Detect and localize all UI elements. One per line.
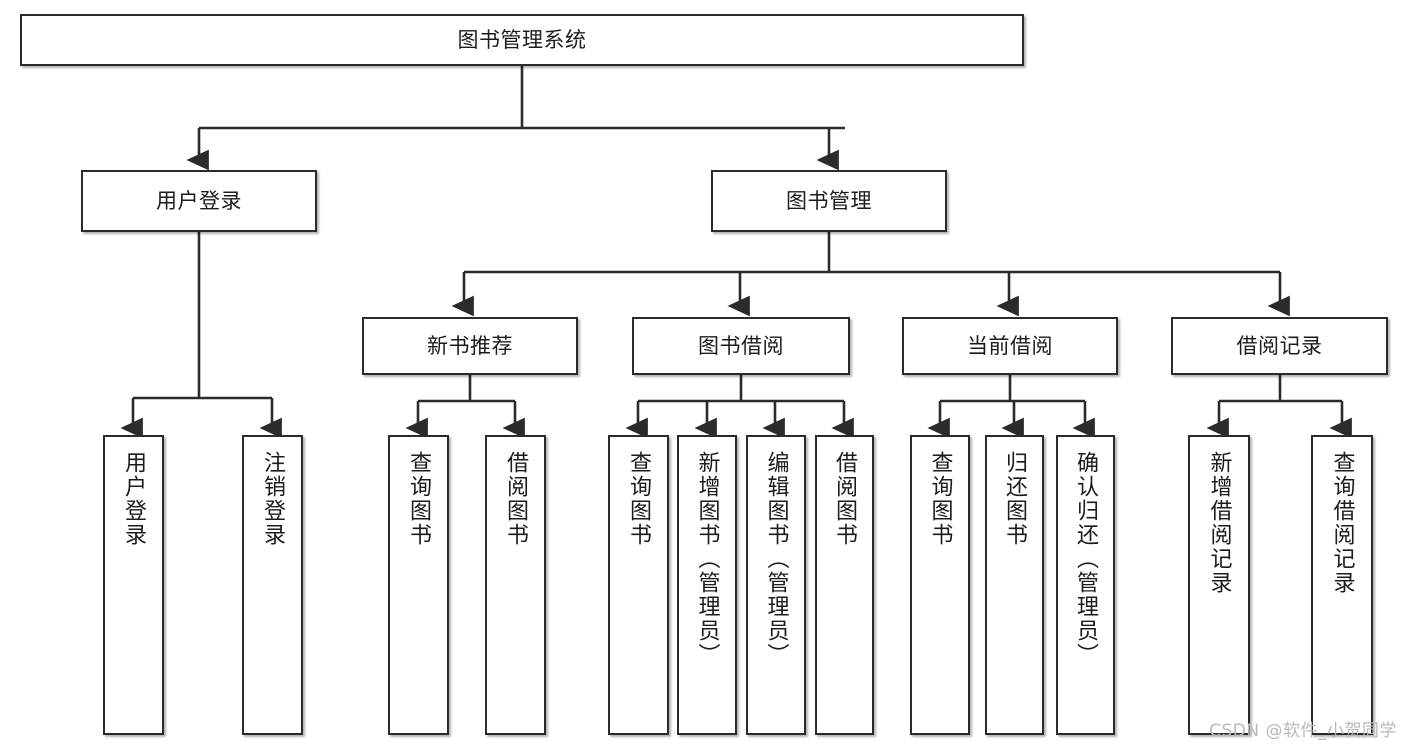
leaf-user-login-signout[interactable]: 注销登录 (242, 435, 303, 735)
node-book-borrow-label: 图书借阅 (698, 333, 784, 358)
node-user-login[interactable]: 用户登录 (81, 170, 317, 232)
leaf-current-return-book[interactable]: 归还图书 (985, 435, 1044, 735)
leaf-current-query-book-label: 查询图书 (927, 451, 953, 547)
node-book-management-label: 图书管理 (786, 188, 872, 213)
leaf-current-confirm-return[interactable]: 确认归还（管理员） (1056, 435, 1115, 735)
leaf-record-add-record-label: 新增借阅记录 (1206, 451, 1232, 595)
leaf-current-confirm-return-label: 确认归还（管理员） (1073, 451, 1099, 667)
leaf-borrow-add-book[interactable]: 新增图书（管理员） (677, 435, 737, 735)
node-new-book-recommend-label: 新书推荐 (427, 333, 513, 358)
leaf-recommend-borrow-book-label: 借阅图书 (503, 451, 529, 547)
node-book-borrow[interactable]: 图书借阅 (632, 317, 850, 375)
leaf-recommend-query-book[interactable]: 查询图书 (388, 435, 449, 735)
leaf-borrow-edit-book[interactable]: 编辑图书（管理员） (746, 435, 806, 735)
leaf-record-add-record[interactable]: 新增借阅记录 (1188, 435, 1250, 735)
leaf-borrow-query-book-label: 查询图书 (626, 451, 652, 547)
node-user-login-label: 用户登录 (156, 188, 242, 213)
leaf-record-query-record-label: 查询借阅记录 (1329, 451, 1355, 595)
node-new-book-recommend[interactable]: 新书推荐 (362, 317, 578, 375)
node-borrow-record[interactable]: 借阅记录 (1171, 317, 1388, 375)
leaf-user-login-signin-label: 用户登录 (121, 451, 147, 547)
csdn-watermark: CSDN @软件_小贺同学 (1209, 721, 1397, 741)
leaf-borrow-borrow-book[interactable]: 借阅图书 (815, 435, 874, 735)
leaf-user-login-signout-label: 注销登录 (260, 451, 286, 547)
leaf-borrow-borrow-book-label: 借阅图书 (832, 451, 858, 547)
node-current-borrow-label: 当前借阅 (967, 333, 1053, 358)
leaf-borrow-add-book-label: 新增图书（管理员） (694, 451, 720, 667)
node-current-borrow[interactable]: 当前借阅 (902, 317, 1118, 375)
leaf-current-return-book-label: 归还图书 (1002, 451, 1028, 547)
node-root[interactable]: 图书管理系统 (20, 14, 1024, 66)
node-borrow-record-label: 借阅记录 (1236, 333, 1323, 358)
leaf-user-login-signin[interactable]: 用户登录 (103, 435, 164, 735)
leaf-record-query-record[interactable]: 查询借阅记录 (1311, 435, 1373, 735)
leaf-recommend-borrow-book[interactable]: 借阅图书 (485, 435, 546, 735)
leaf-recommend-query-book-label: 查询图书 (406, 451, 432, 547)
leaf-borrow-edit-book-label: 编辑图书（管理员） (763, 451, 789, 667)
leaf-current-query-book[interactable]: 查询图书 (910, 435, 970, 735)
node-book-management[interactable]: 图书管理 (711, 170, 947, 232)
leaf-borrow-query-book[interactable]: 查询图书 (608, 435, 669, 735)
node-root-label: 图书管理系统 (457, 27, 587, 52)
